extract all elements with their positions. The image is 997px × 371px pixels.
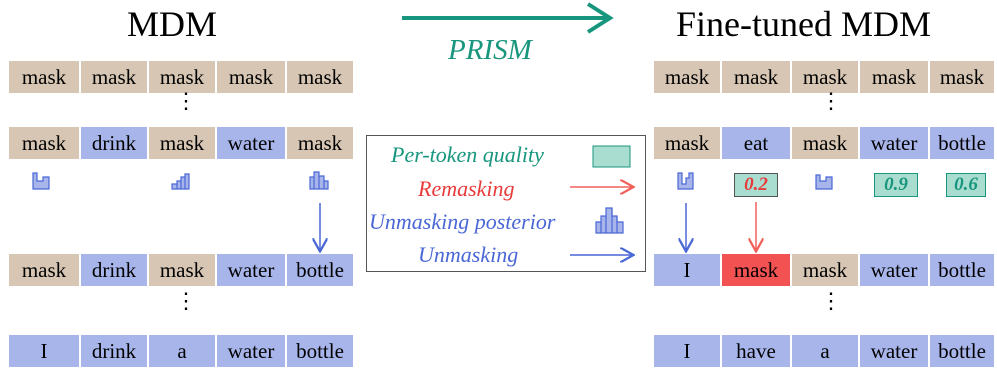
left-r2-t2: mask — [149, 254, 215, 286]
posterior-histogram-icon — [677, 172, 694, 190]
right-r1-t3: water — [860, 127, 928, 159]
right-r2-t2: mask — [792, 254, 858, 286]
left-ellipsis-1: ⋮ — [175, 88, 197, 113]
left-r0-t0: mask — [9, 61, 79, 93]
right-r3-t4: bottle — [930, 335, 994, 367]
legend-unmasking-label: Unmasking — [418, 242, 519, 267]
left-r2-t0: mask — [9, 254, 79, 286]
right-r0-t2: mask — [792, 61, 858, 93]
left-r1-t1: drink — [81, 127, 147, 159]
right-ellipsis-2: ⋮ — [820, 288, 842, 313]
legend-box: Per-token quality Remasking Unmasking po… — [366, 135, 646, 272]
left-r0-t3: mask — [217, 61, 285, 93]
posterior-histogram-icon — [815, 174, 833, 190]
right-r2-t4: bottle — [930, 254, 994, 286]
left-r3-t0: I — [9, 335, 79, 367]
legend-quality-label: Per-token quality — [391, 142, 544, 167]
right-r0-t4: mask — [930, 61, 994, 93]
legend-remasking-label: Remasking — [418, 176, 515, 201]
right-r1-t4: bottle — [930, 127, 994, 159]
posterior-histogram-icon — [171, 173, 190, 190]
prism-arrow-icon — [402, 2, 614, 34]
posterior-histogram-icon — [309, 171, 329, 190]
left-r0-t2: mask — [149, 61, 215, 93]
right-r3-t2: a — [792, 335, 858, 367]
right-r1-t1: eat — [722, 127, 790, 159]
right-r3-t3: water — [860, 335, 928, 367]
left-r3-t2: a — [149, 335, 215, 367]
right-r1-t2: mask — [792, 127, 858, 159]
left-r2-t1: drink — [81, 254, 147, 286]
left-r1-t4: mask — [287, 127, 353, 159]
left-r3-t3: water — [217, 335, 285, 367]
left-r1-t2: mask — [149, 127, 215, 159]
right-r0-t3: mask — [860, 61, 928, 93]
left-r0-t1: mask — [81, 61, 147, 93]
legend-quality-swatch-icon — [592, 145, 631, 168]
left-r2-t3: water — [217, 254, 285, 286]
right-r2-t0: I — [654, 254, 720, 286]
right-ellipsis-1: ⋮ — [820, 88, 842, 113]
legend-posterior-histogram-icon — [595, 207, 624, 234]
left-r1-t0: mask — [9, 127, 79, 159]
left-title: MDM — [127, 4, 218, 44]
left-r3-t4: bottle — [287, 335, 353, 367]
right-r2-t1: mask — [722, 254, 790, 286]
right-r0-t1: mask — [722, 61, 790, 93]
right-title: Fine-tuned MDM — [676, 4, 931, 44]
left-r2-t4: bottle — [287, 254, 353, 286]
quality-score-water: 0.9 — [874, 173, 918, 197]
left-ellipsis-2: ⋮ — [175, 288, 197, 313]
left-r3-t1: drink — [81, 335, 147, 367]
right-r0-t0: mask — [654, 61, 720, 93]
right-r1-t0: mask — [654, 127, 720, 159]
right-r2-t3: water — [860, 254, 928, 286]
posterior-histogram-icon — [32, 172, 50, 190]
prism-label: PRISM — [448, 34, 532, 66]
quality-score-eat: 0.2 — [734, 173, 778, 197]
quality-score-bottle: 0.6 — [946, 173, 986, 197]
right-r3-t0: I — [654, 335, 720, 367]
right-r3-t1: have — [722, 335, 790, 367]
left-r0-t4: mask — [287, 61, 353, 93]
legend-posterior-label: Unmasking posterior — [369, 209, 556, 234]
left-r1-t3: water — [217, 127, 285, 159]
